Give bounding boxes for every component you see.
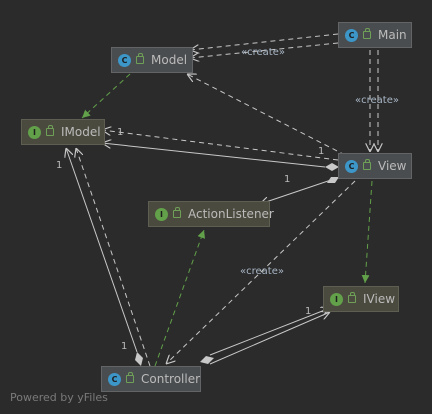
- edge-label-view-controller-create: «create»: [240, 266, 284, 277]
- node-controller-label: Controller: [141, 372, 201, 386]
- edge-view-imodel-assoc-1: [102, 130, 339, 161]
- edge-controller-imodel-diamond: [135, 352, 143, 366]
- multiplicity-label: 1: [318, 146, 325, 157]
- edge-controller-iview-diamond: [200, 356, 214, 364]
- node-controller[interactable]: C Controller: [101, 366, 201, 392]
- node-model[interactable]: C Model: [111, 47, 193, 73]
- multiplicity-label: 1: [305, 306, 312, 317]
- edge-main-model-create-2: [190, 42, 339, 58]
- edge-model-imodel-realization: [81, 73, 131, 119]
- edge-view-actionlistener-diamond: [327, 177, 339, 183]
- multiplicity-label: 1: [121, 341, 128, 352]
- node-view[interactable]: C View: [338, 153, 412, 179]
- edge-view-controller-create: [166, 180, 356, 364]
- node-iview-label: IView: [363, 292, 396, 306]
- lock-icon: [126, 372, 134, 383]
- edge-controller-imodel-assoc: [66, 148, 138, 353]
- edge-controller-actionlistener-realization: [154, 229, 206, 367]
- powered-by-footer: Powered by yFiles: [10, 391, 108, 404]
- class-icon: C: [345, 159, 358, 173]
- node-view-label: View: [378, 159, 407, 173]
- interface-icon: I: [28, 125, 41, 139]
- interface-icon: I: [155, 207, 168, 221]
- lock-icon: [363, 159, 371, 170]
- lock-icon: [136, 53, 144, 64]
- class-icon: C: [108, 372, 121, 386]
- node-model-label: Model: [151, 53, 188, 67]
- edge-view-model-dependency: [187, 74, 346, 156]
- edge-view-imodel-diamond: [325, 163, 339, 171]
- edge-controller-imodel-dep: [76, 148, 151, 367]
- node-main-label: Main: [378, 28, 407, 42]
- edge-label-main-model-create: «create»: [241, 47, 285, 58]
- multiplicity-label: 1: [117, 127, 124, 138]
- edge-controller-iview-assoc-1: [209, 308, 330, 356]
- class-icon: C: [118, 53, 131, 67]
- node-imodel[interactable]: I IModel: [21, 119, 105, 145]
- edge-view-iview-realization: [361, 180, 373, 284]
- lock-icon: [46, 125, 54, 136]
- edge-view-actionlistener: [260, 179, 332, 204]
- node-iview[interactable]: I IView: [323, 286, 399, 312]
- edge-view-imodel-assoc-2: [102, 143, 326, 168]
- edge-main-model-create-1: [190, 33, 339, 50]
- edge-controller-iview-assoc-2: [209, 312, 330, 365]
- edge-label-main-view-create: «create»: [355, 95, 399, 106]
- interface-icon: I: [330, 292, 343, 306]
- node-actionlistener-label: ActionListener: [188, 207, 274, 221]
- lock-icon: [173, 207, 181, 218]
- node-main[interactable]: C Main: [338, 22, 412, 48]
- lock-icon: [363, 28, 371, 39]
- multiplicity-label: 1: [56, 160, 63, 171]
- class-icon: C: [345, 28, 358, 42]
- multiplicity-label: 1: [284, 174, 291, 185]
- node-actionlistener[interactable]: I ActionListener: [148, 201, 274, 227]
- node-imodel-label: IModel: [61, 125, 101, 139]
- lock-icon: [348, 292, 356, 303]
